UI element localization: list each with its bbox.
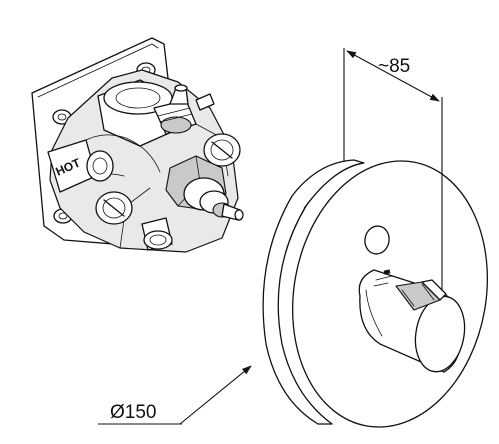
bottom-outlet — [141, 217, 173, 251]
escutcheon-edge — [262, 159, 365, 425]
central-nut — [165, 155, 244, 221]
hot-inlet-port: HOT — [47, 139, 114, 193]
diameter-dimension: Ø150 — [98, 365, 252, 425]
thermostat-handle — [358, 269, 466, 373]
rough-in-valve-body: HOT — [31, 37, 244, 253]
depth-dimension-label: ~85 — [378, 56, 410, 77]
diameter-dimension-label: Ø150 — [110, 402, 156, 423]
escutcheon-trim — [262, 159, 489, 428]
bottom-outlet-left — [95, 191, 133, 225]
spindle-fitting — [153, 84, 215, 135]
selector-button — [364, 225, 390, 255]
side-port-upper — [203, 133, 241, 167]
depth-dimension: ~85 — [343, 48, 443, 290]
